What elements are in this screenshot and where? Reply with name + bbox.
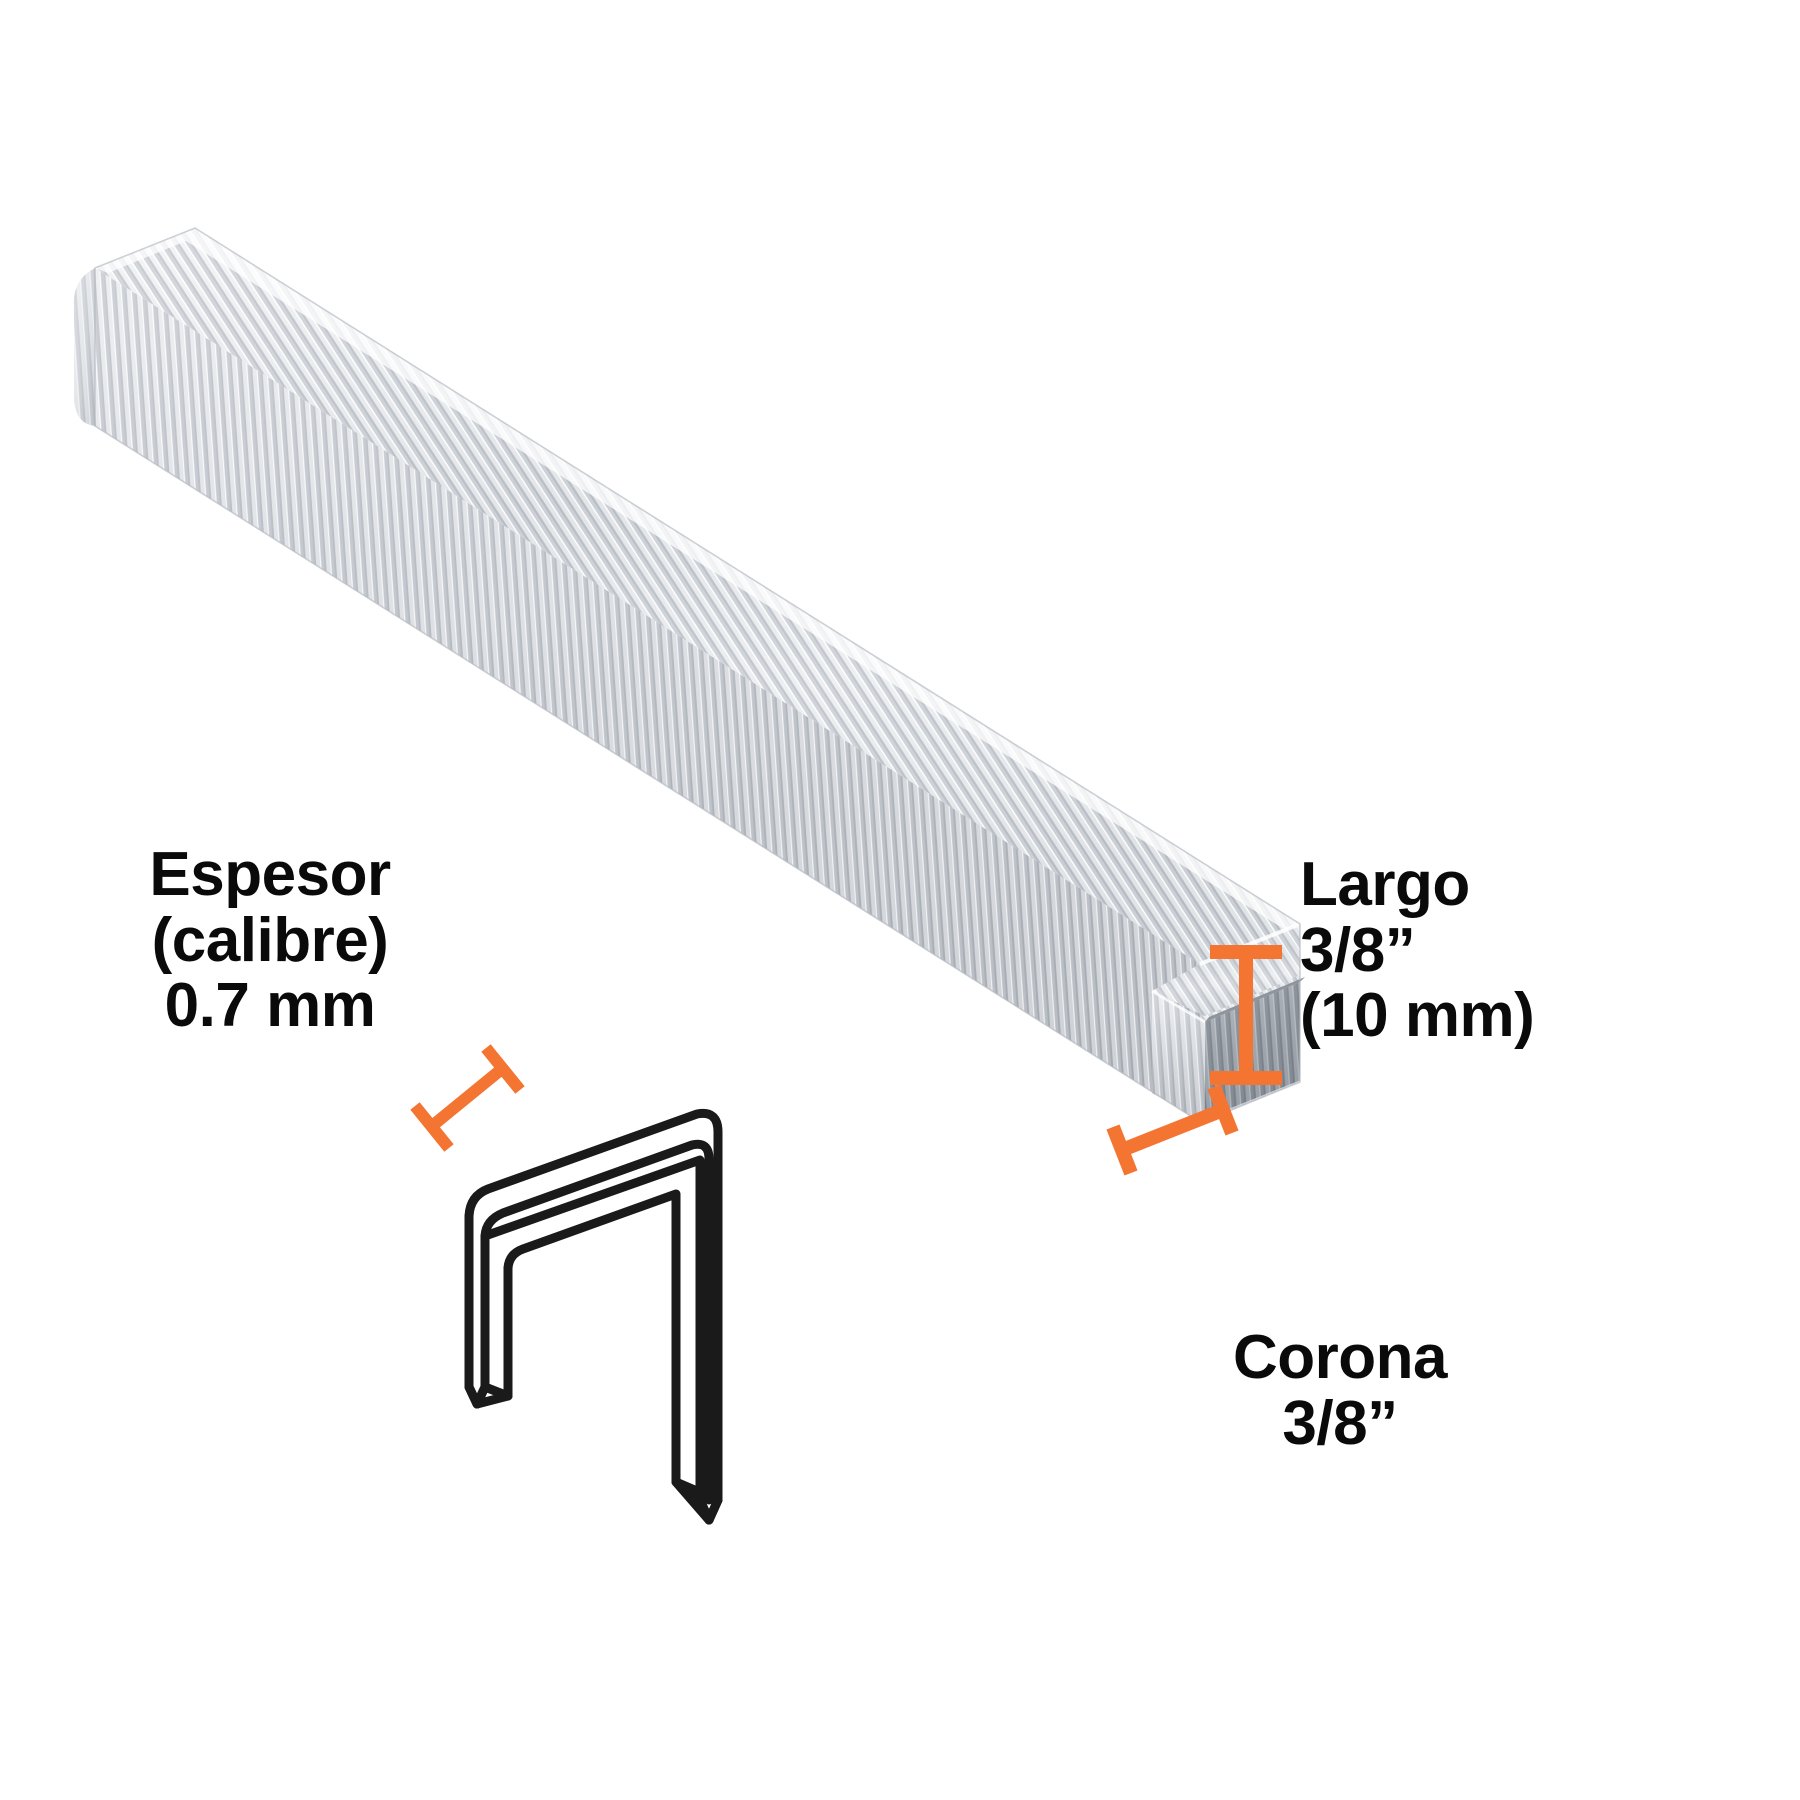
callout-corona-line1: Corona <box>1233 1323 1448 1392</box>
callout-espesor: Espesor (calibre) 0.7 mm <box>120 842 420 1039</box>
callout-corona-line2: 3/8” <box>1282 1388 1398 1458</box>
callout-largo-line2: 3/8” <box>1300 915 1416 985</box>
callout-espesor-line1: Espesor <box>149 840 391 909</box>
callout-largo-line1: Largo <box>1300 850 1470 919</box>
callout-espesor-line3: 0.7 mm <box>164 971 376 1041</box>
callout-corona: Corona 3/8” <box>1145 1325 1535 1456</box>
espesor-marker <box>410 1044 525 1152</box>
callout-largo: Largo 3/8” (10 mm) <box>1300 850 1535 1051</box>
largo-marker <box>1210 945 1282 1085</box>
callout-largo-line3: (10 mm) <box>1300 981 1535 1051</box>
callout-espesor-line2: (calibre) <box>151 905 389 975</box>
corona-marker <box>1106 1084 1239 1176</box>
